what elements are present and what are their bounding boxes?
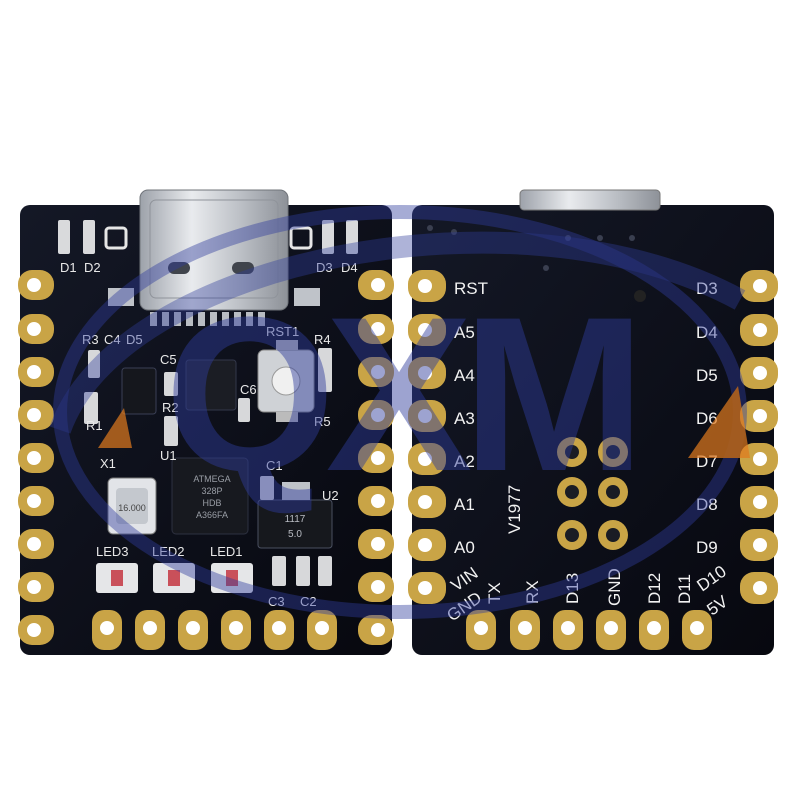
front-board: 16.000 ATMEGA 328P HDB A366FA 1117 5.0 [18, 189, 394, 655]
pin-label-rx: RX [523, 580, 542, 604]
label-r5: R5 [314, 414, 331, 429]
pin-label-rst: RST [454, 279, 488, 298]
label-c2: C2 [300, 594, 317, 609]
label-c1: C1 [266, 458, 283, 473]
label-led1: LED1 [210, 544, 243, 559]
pin-label-a5: A5 [454, 323, 475, 342]
icsp-pads [557, 437, 628, 550]
label-rst1: RST1 [266, 324, 299, 339]
status-leds [96, 563, 253, 593]
back-left-pins [408, 270, 446, 604]
front-left-pins [18, 270, 54, 645]
back-right-pins [740, 270, 778, 604]
mcu-line-3: HDB [202, 498, 221, 508]
reset-button [257, 340, 315, 422]
mcu-chip: ATMEGA 328P HDB A366FA [171, 457, 249, 535]
label-c3: C3 [268, 594, 285, 609]
front-bottom-pins [92, 610, 337, 650]
crystal-label: 16.000 [118, 503, 146, 513]
label-led3: LED3 [96, 544, 129, 559]
label-c6: C6 [240, 382, 257, 397]
pin-label-d8: D8 [696, 495, 718, 514]
front-right-pins [358, 270, 394, 645]
label-d2: D2 [84, 260, 101, 275]
mcu-line-2: 328P [201, 486, 222, 496]
label-r2: R2 [162, 400, 179, 415]
label-r4: R4 [314, 332, 331, 347]
label-led2: LED2 [152, 544, 185, 559]
pin-label-a4: A4 [454, 366, 475, 385]
pin-label-d5: D5 [696, 366, 718, 385]
label-x1: X1 [100, 456, 116, 471]
regulator-line-1: 1117 [285, 514, 306, 525]
pin-label-a1: A1 [454, 495, 475, 514]
watermark-text: QXM [164, 271, 635, 517]
regulator-u2: 1117 5.0 [257, 482, 333, 549]
pin-label-tx: TX [485, 582, 504, 604]
version-label: V1977 [505, 485, 524, 534]
label-r1: R1 [86, 418, 103, 433]
label-d1: D1 [60, 260, 77, 275]
label-c4: C4 [104, 332, 121, 347]
front-silkscreen: D1 D2 D3 D4 R3 C4 D5 C5 RST1 R4 R1 R2 C6… [60, 260, 358, 609]
label-r3: R3 [82, 332, 99, 347]
pin-label-d12: D12 [645, 573, 664, 604]
mcu-line-4: A366FA [196, 510, 228, 520]
qxm-watermark: QXM [49, 205, 750, 619]
pin-label-d9: D9 [696, 538, 718, 557]
pin-label-d4: D4 [696, 323, 718, 342]
pin-label-d13: D13 [563, 573, 582, 604]
pin-label-gnd-2: GND [605, 568, 624, 606]
label-c5: C5 [160, 352, 177, 367]
mcu-line-1: ATMEGA [193, 474, 230, 484]
pin-label-a2: A2 [454, 452, 475, 471]
back-bottom-pins [466, 610, 712, 650]
regulator-line-2: 5.0 [288, 529, 302, 540]
label-d4: D4 [341, 260, 358, 275]
pin-label-d11: D11 [675, 574, 694, 604]
label-d3: D3 [316, 260, 333, 275]
label-d5: D5 [126, 332, 143, 347]
pin-label-a3: A3 [454, 409, 475, 428]
crystal-x1: 16.000 [107, 477, 157, 535]
label-u1: U1 [160, 448, 177, 463]
label-u2: U2 [322, 488, 339, 503]
pin-label-d3: D3 [696, 279, 718, 298]
usb-c-connector [108, 189, 320, 326]
back-board: RST A5 A4 A3 A2 A1 A0 D3 D4 D5 D6 D7 D8 … [408, 189, 778, 655]
pin-label-a0: A0 [454, 538, 475, 557]
